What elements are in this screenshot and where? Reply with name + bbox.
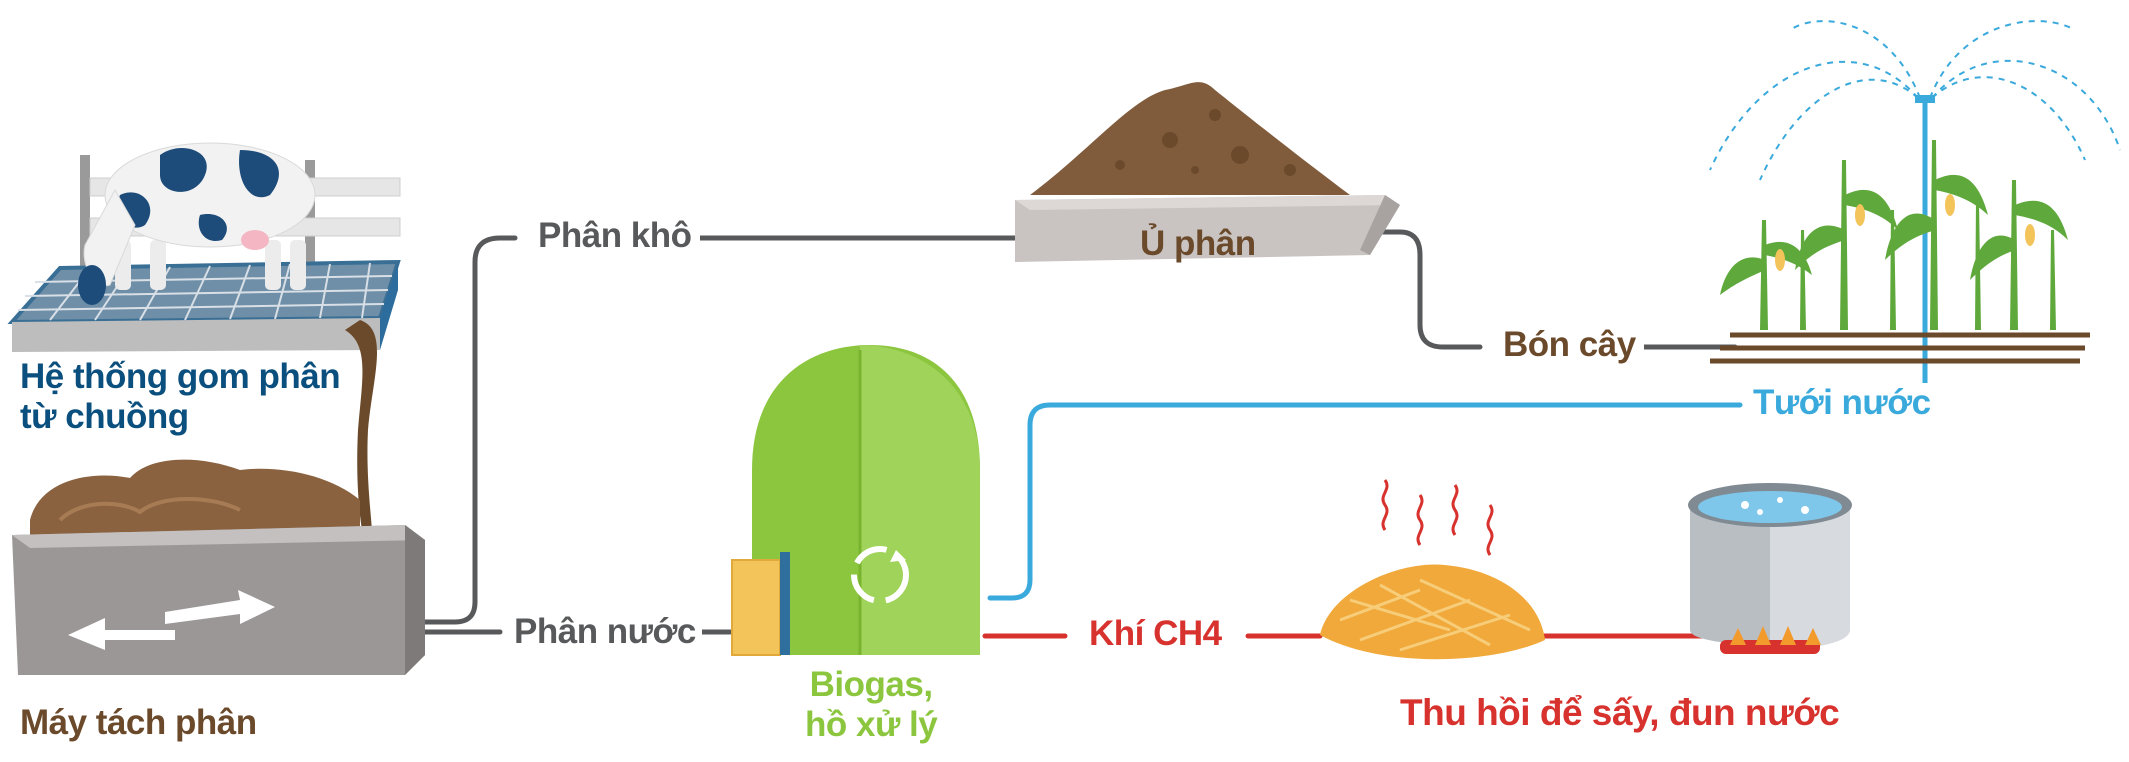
connector-compost-to-fertilize xyxy=(1370,232,1480,347)
label-irrigation: Tưới nước xyxy=(1745,383,1939,423)
straw-pile xyxy=(1320,480,1545,659)
connector-separator-split xyxy=(425,238,515,622)
label-liquid-manure: Phân nước xyxy=(508,612,702,652)
connector-irrigation-line xyxy=(990,405,1740,598)
label-fertilize: Bón cây xyxy=(1495,325,1644,365)
label-collection-system: Hệ thống gom phân từ chuồng xyxy=(20,357,340,438)
corn-field xyxy=(1710,140,2090,361)
label-separator-machine: Máy tách phân xyxy=(20,703,257,743)
label-dry-manure: Phân khô xyxy=(530,216,700,256)
biogas-digester xyxy=(732,345,980,655)
sprinkler-icon xyxy=(1710,21,2120,180)
label-compost: Ủ phân xyxy=(1140,224,1256,264)
label-heat-recovery: Thu hồi để sấy, đun nước xyxy=(1400,692,1839,735)
label-biogas: Biogas, hồ xử lý xyxy=(805,665,937,746)
label-methane: Khí CH4 xyxy=(1083,614,1228,654)
boiling-pot-icon xyxy=(1688,483,1852,654)
